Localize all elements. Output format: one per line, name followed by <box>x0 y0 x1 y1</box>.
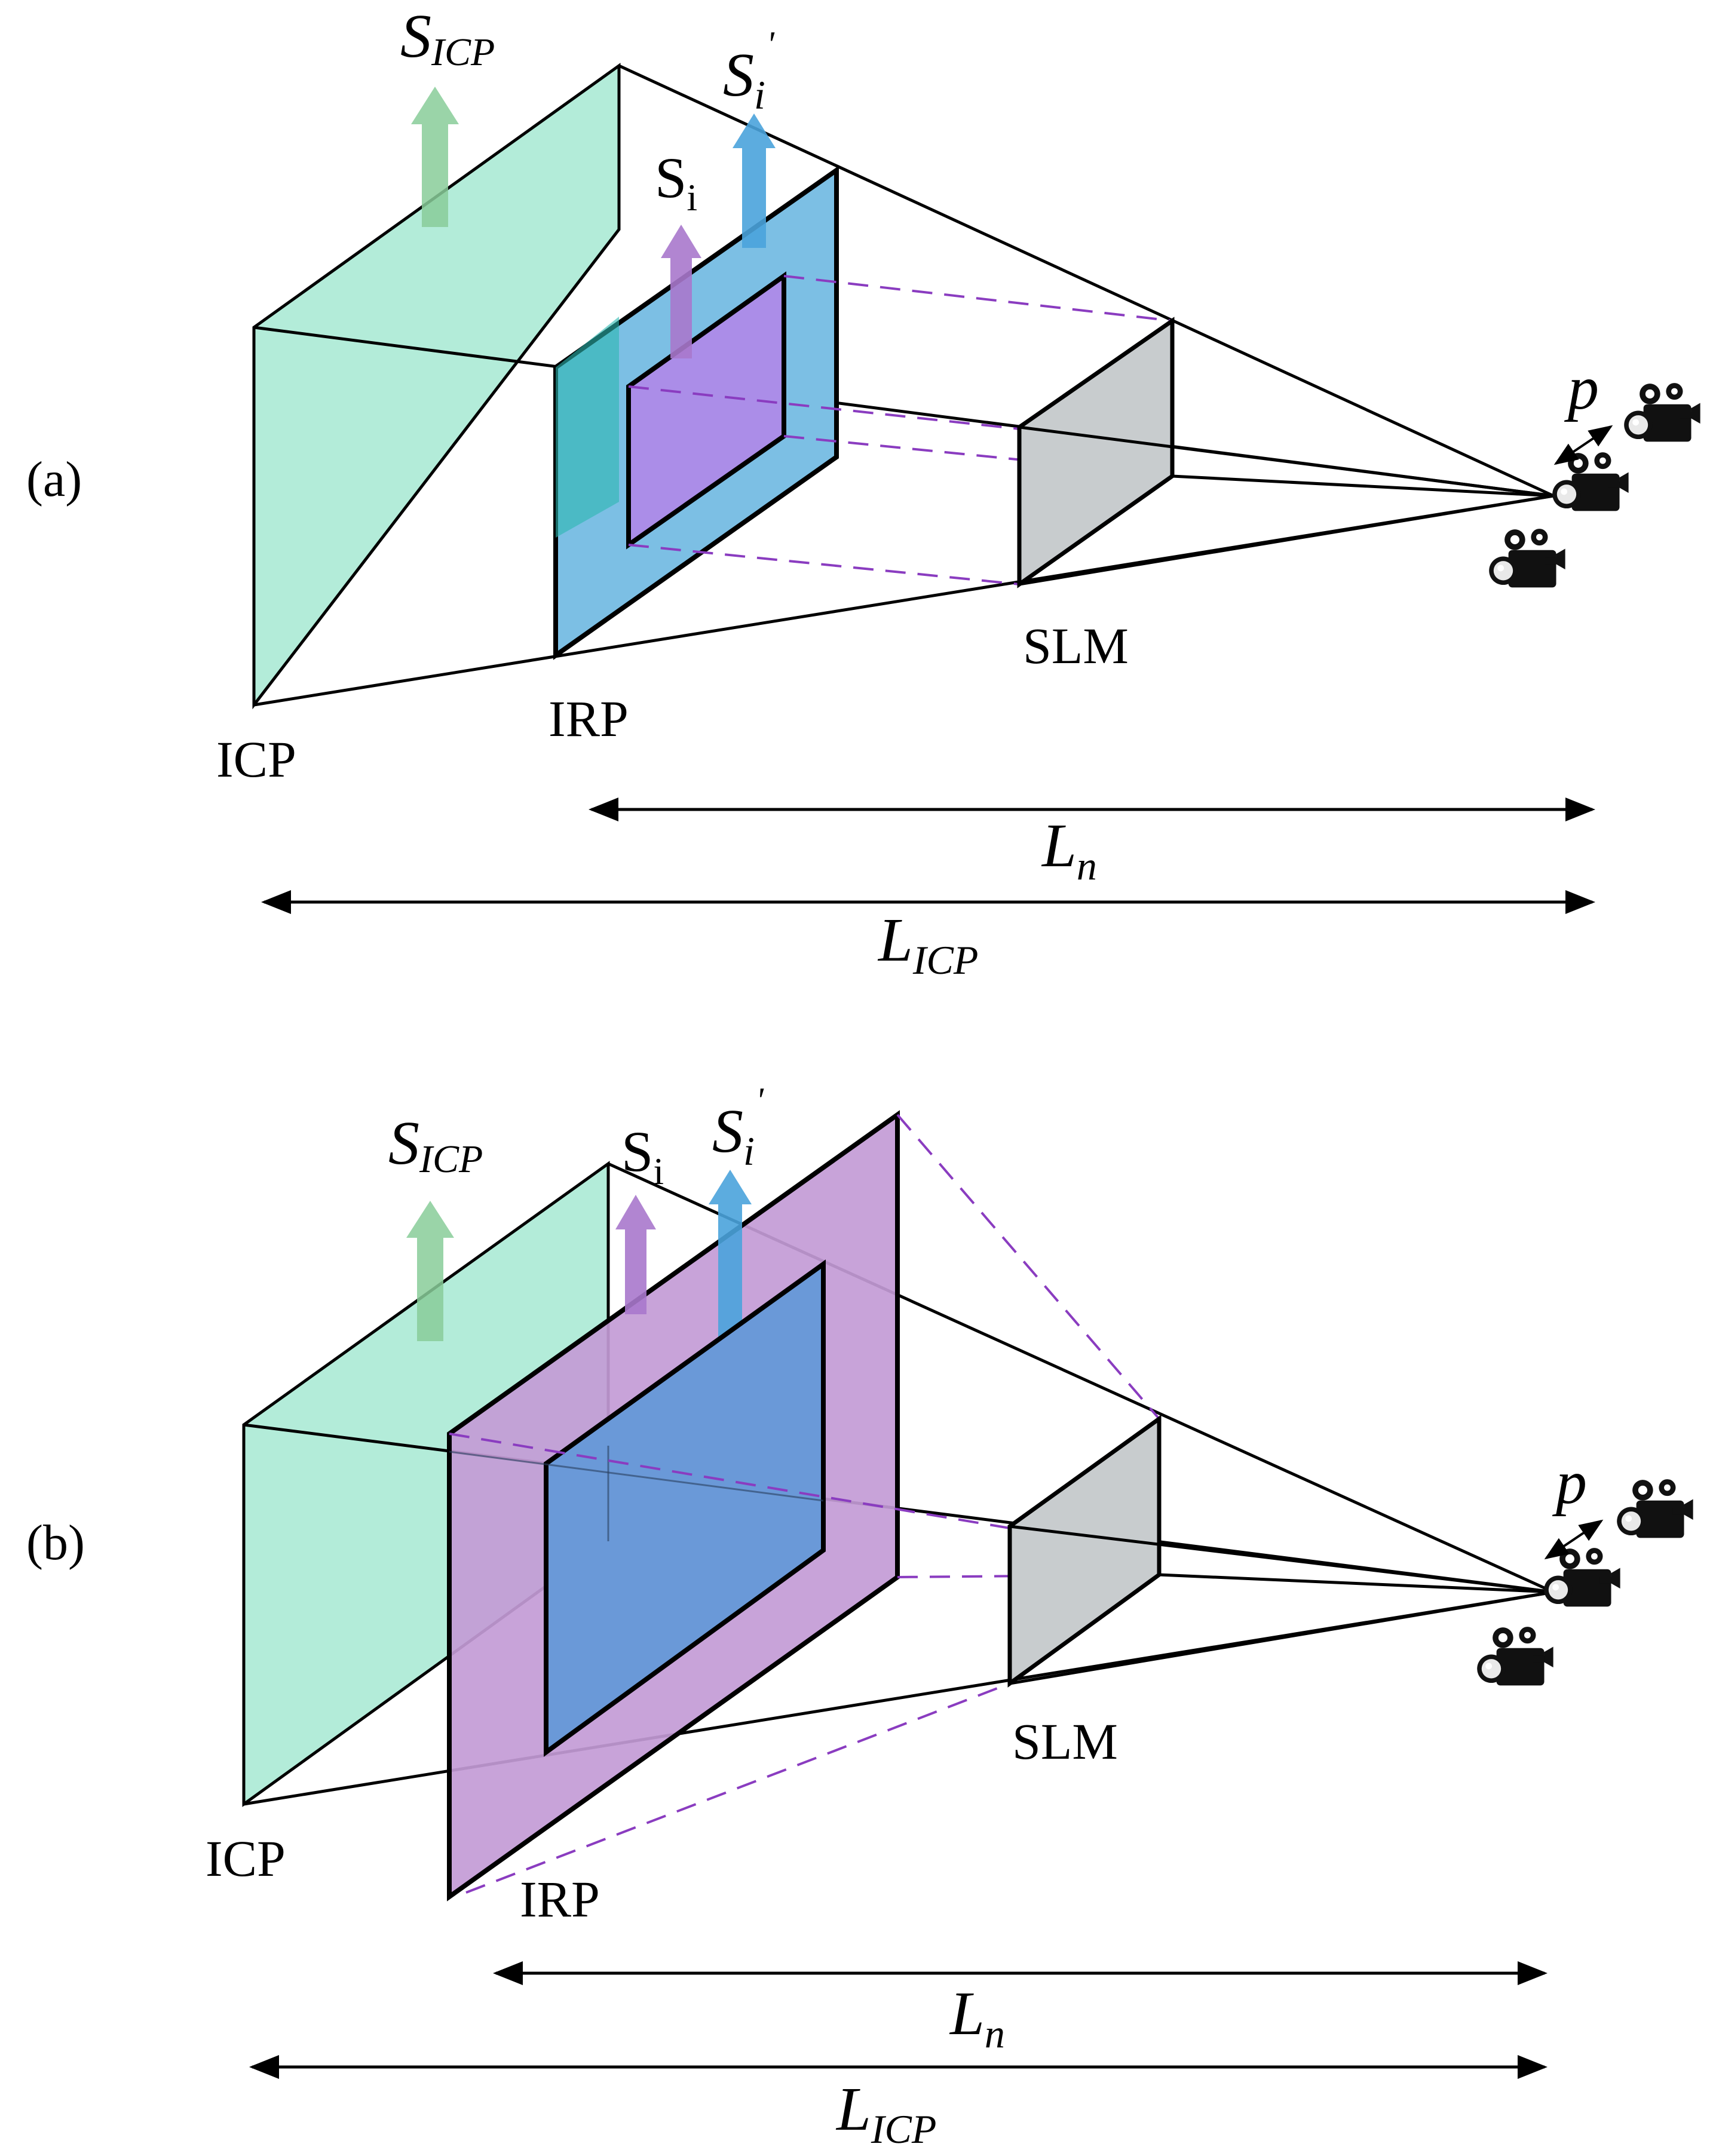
pitch-label: p <box>1552 1448 1587 1517</box>
slm-plane <box>1017 317 1175 588</box>
slm-label: SLM <box>1012 1713 1118 1770</box>
s-icp-label: SICP <box>388 1109 483 1181</box>
frustum-top-line <box>618 64 1555 498</box>
dashed-line <box>465 1682 1010 1894</box>
slm-ray <box>1019 494 1554 586</box>
panel-b-tag: (b) <box>26 1515 85 1571</box>
s-i-prime-arrow <box>709 1170 752 1338</box>
s-i-arrow <box>661 225 701 358</box>
s-i-arrow <box>615 1195 656 1314</box>
s-i-label: Si <box>621 1120 664 1192</box>
slm-plane <box>1007 1415 1162 1688</box>
slm-ray <box>1009 1525 1554 1594</box>
pitch-arrow <box>1544 1519 1604 1560</box>
pitch-label: p <box>1564 354 1599 422</box>
s-i-prime-arrow <box>733 114 776 248</box>
slm-label: SLM <box>1023 617 1129 674</box>
licp-label: LICP <box>835 2075 936 2152</box>
slm-ray <box>1172 474 1554 498</box>
dashed-line <box>628 544 1020 585</box>
ln-label: Ln <box>1041 811 1097 888</box>
ln-label: Ln <box>949 1979 1005 2056</box>
slm-ray <box>1009 1590 1554 1685</box>
icp-label: ICP <box>216 731 296 788</box>
panel-b: (b) <box>26 1081 1693 2152</box>
icp-label: ICP <box>206 1830 286 1887</box>
image-rect <box>544 1259 826 1757</box>
pitch-arrow <box>1553 425 1613 465</box>
s-i-prime-label: Si' <box>723 24 775 118</box>
dashed-line <box>783 275 1173 322</box>
icp-plane <box>252 63 621 710</box>
camera-icon <box>1544 1548 1620 1607</box>
s-i-prime-label: Si' <box>712 1081 764 1174</box>
irp-label: IRP <box>520 1870 600 1928</box>
camera-icon <box>1489 529 1565 588</box>
s-icp-arrow <box>411 87 459 227</box>
slm-ray <box>1159 1573 1554 1594</box>
camera-icon <box>1624 383 1700 442</box>
dashed-line <box>628 385 1020 430</box>
panel-a-tag: (a) <box>26 452 82 507</box>
s-i-label: Si <box>655 146 697 219</box>
icp-irp-overlap <box>556 317 619 538</box>
camera-icon <box>1552 452 1629 511</box>
licp-label: LICP <box>877 906 978 983</box>
panel-a: (a) <box>26 2 1700 983</box>
irp-label: IRP <box>548 690 629 747</box>
s-icp-label: SICP <box>400 2 495 74</box>
dashed-line <box>896 1114 1160 1420</box>
camera-icon <box>1617 1479 1693 1538</box>
frustum-left-line <box>449 1450 824 1502</box>
s-icp-arrow <box>406 1201 454 1341</box>
slm-ray <box>1019 425 1554 498</box>
camera-icon <box>1477 1627 1553 1686</box>
